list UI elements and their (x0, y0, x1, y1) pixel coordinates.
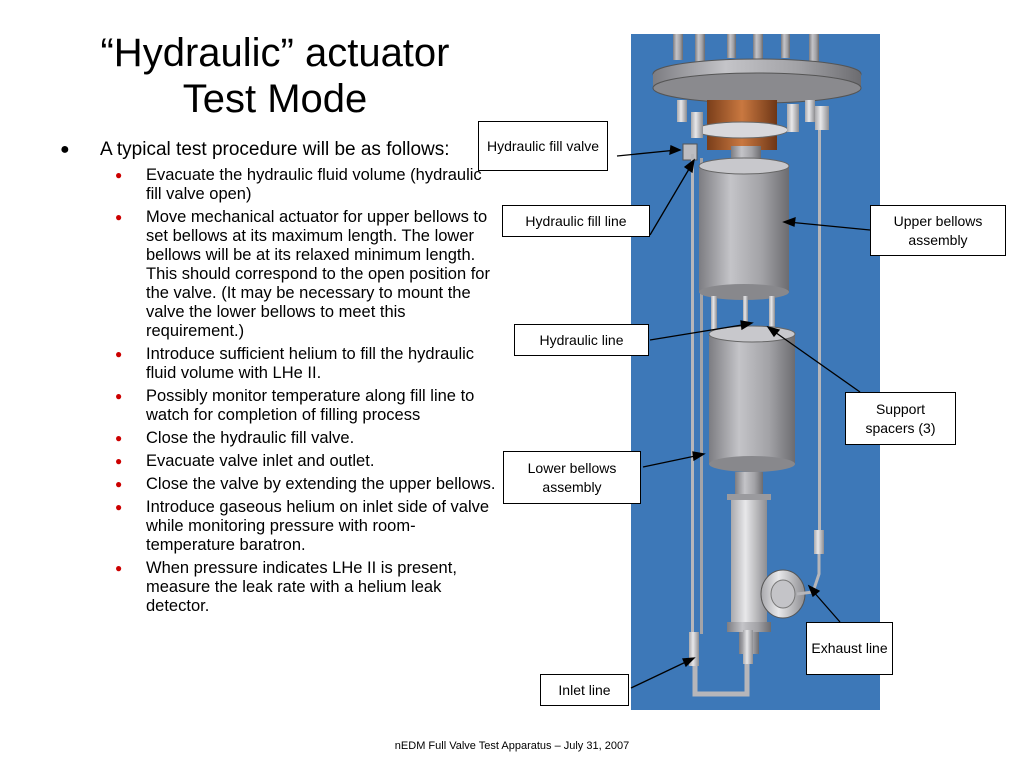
bullet-dot-icon: ● (115, 168, 123, 182)
sub-bullet-item: ● Close the valve by extending the upper … (60, 475, 500, 494)
bullet-content: ● A typical test procedure will be as fo… (60, 140, 500, 620)
sub-bullet-text: Evacuate the hydraulic fluid volume (hyd… (146, 166, 482, 203)
sub-bullet-text: Move mechanical actuator for upper bello… (146, 208, 490, 340)
sub-bullet-item: ● Introduce gaseous helium on inlet side … (60, 498, 500, 555)
bullet-dot-icon: ● (115, 347, 123, 361)
exhaust-dome (760, 530, 824, 619)
sub-bullet-text: Evacuate valve inlet and outlet. (146, 452, 375, 470)
sub-bullet-item: ● Close the hydraulic fill valve. (60, 429, 500, 448)
slide-title: “Hydraulic” actuator Test Mode (40, 30, 510, 122)
apparatus-figure (631, 34, 880, 710)
bullet-dot-icon: ● (115, 454, 123, 468)
title-line-1: “Hydraulic” actuator (100, 31, 450, 75)
bullet-dot-icon: ● (115, 431, 123, 445)
callout-upper-bellows-assembly: Upper bellows assembly (870, 205, 1006, 256)
sub-bullet-item: ● When pressure indicates LHe II is prese… (60, 559, 500, 616)
callout-hydraulic-line: Hydraulic line (514, 324, 649, 356)
sub-bullet-list: ● Evacuate the hydraulic fluid volume (hy… (60, 166, 500, 616)
bullet-dot-icon: ● (115, 561, 123, 575)
top-rods (673, 34, 819, 64)
callout-hydraulic-fill-line: Hydraulic fill line (502, 205, 650, 237)
bullet-dot-icon: ● (115, 500, 123, 514)
slide-footer: nEDM Full Valve Test Apparatus – July 31… (394, 740, 630, 752)
callout-hydraulic-fill-valve: Hydraulic fill valve (478, 121, 608, 171)
sub-bullet-text: Possibly monitor temperature along fill … (146, 387, 475, 424)
bullet-dot-icon: ● (60, 141, 70, 158)
sub-bullet-text: Introduce sufficient helium to fill the … (146, 345, 475, 382)
lower-bellows-cylinder (708, 325, 796, 472)
sub-bullet-item: ● Move mechanical actuator for upper bell… (60, 208, 500, 341)
bullet-dot-icon: ● (115, 477, 123, 491)
sub-bullet-item: ● Introduce sufficient helium to fill the… (60, 345, 500, 383)
sub-bullet-item: ● Evacuate the hydraulic fluid volume (hy… (60, 166, 500, 204)
bullet-dot-icon: ● (115, 389, 123, 403)
callout-exhaust-line: Exhaust line (806, 622, 893, 675)
sub-bullet-text: When pressure indicates LHe II is presen… (146, 559, 457, 615)
main-bullet: ● A typical test procedure will be as fo… (60, 140, 500, 160)
inlet-line-pipe (689, 630, 753, 697)
sub-bullet-item: ● Evacuate valve inlet and outlet. (60, 452, 500, 471)
flange-fittings (677, 100, 829, 161)
clamp-ring (695, 121, 789, 139)
sub-bullet-text: Close the hydraulic fill valve. (146, 429, 355, 447)
sub-bullet-text: Close the valve by extending the upper b… (146, 475, 496, 493)
sub-bullet-text: Introduce gaseous helium on inlet side o… (146, 498, 490, 554)
callout-support-spacers: Support spacers (3) (845, 392, 956, 445)
upper-bellows-cylinder (698, 157, 790, 300)
title-line-2: Test Mode (182, 77, 368, 121)
valve-body (727, 472, 771, 654)
support-spacers (711, 296, 775, 340)
top-flange (652, 58, 862, 104)
sub-bullet-item: ● Possibly monitor temperature along fill… (60, 387, 500, 425)
bullet-dot-icon: ● (115, 210, 123, 224)
callout-inlet-line: Inlet line (540, 674, 629, 706)
main-bullet-text: A typical test procedure will be as foll… (100, 139, 450, 160)
apparatus-drawing (652, 34, 862, 697)
callout-lower-bellows-assembly: Lower bellows assembly (503, 451, 641, 504)
